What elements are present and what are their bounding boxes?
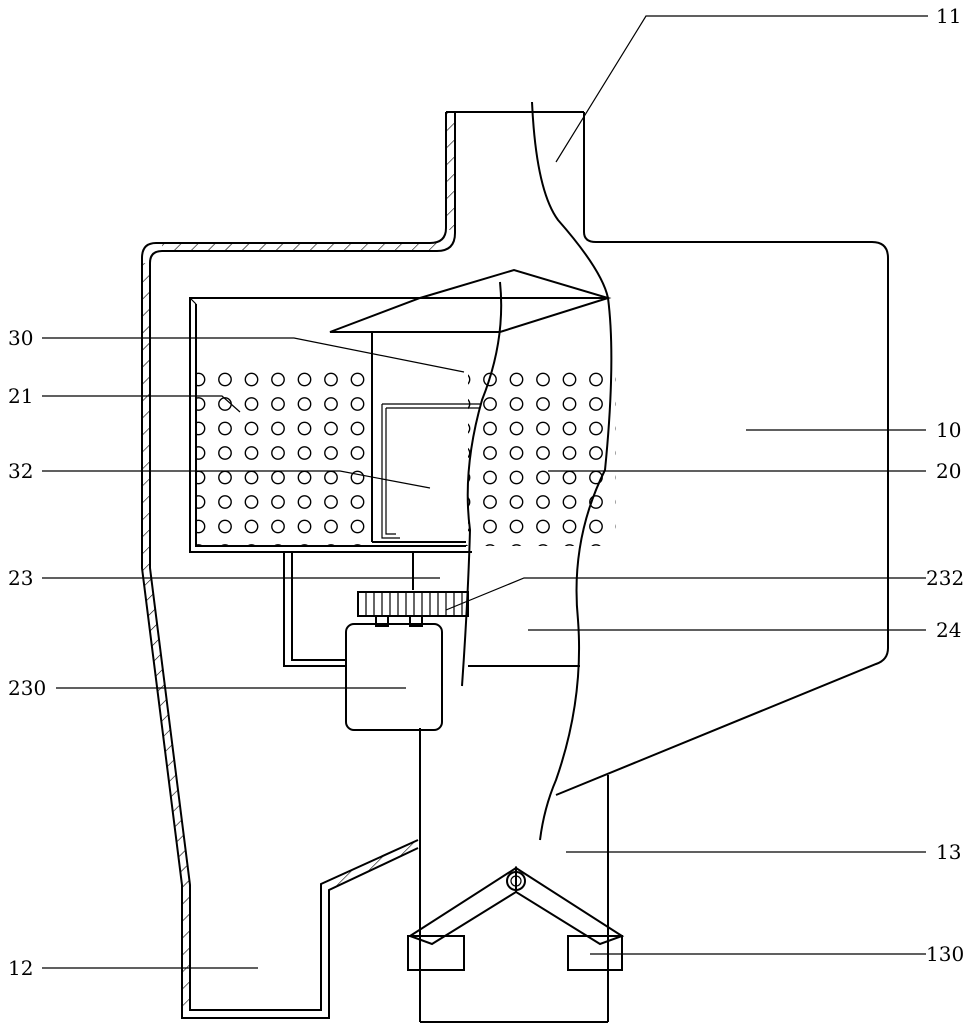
label-12: 12 bbox=[8, 956, 33, 980]
label-130: 130 bbox=[926, 942, 964, 966]
label-11: 11 bbox=[936, 4, 961, 28]
discharge-pipe bbox=[420, 728, 608, 1022]
gear-teeth bbox=[366, 592, 462, 616]
label-10: 10 bbox=[936, 418, 961, 442]
filter-chamber-dots-right bbox=[466, 368, 616, 546]
label-23: 23 bbox=[8, 566, 33, 590]
motor-230 bbox=[346, 624, 442, 730]
collector-hood bbox=[330, 270, 608, 332]
label-232: 232 bbox=[926, 566, 964, 590]
wall-hatch-neck bbox=[446, 112, 455, 233]
leader-11 bbox=[556, 16, 928, 162]
label-30: 30 bbox=[8, 326, 33, 350]
label-13: 13 bbox=[936, 840, 961, 864]
label-230: 230 bbox=[8, 676, 46, 700]
label-21: 21 bbox=[8, 384, 33, 408]
label-24: 24 bbox=[936, 618, 961, 642]
filter-chamber-dots-left bbox=[195, 368, 371, 546]
wall-hatch-top bbox=[162, 243, 437, 251]
wall-hatch-foot bbox=[321, 840, 418, 890]
drive-assembly bbox=[284, 552, 580, 730]
leader-232 bbox=[446, 578, 926, 610]
wall-hatch-left bbox=[142, 263, 190, 1010]
label-32: 32 bbox=[8, 459, 33, 483]
label-20: 20 bbox=[936, 459, 961, 483]
flap-valve bbox=[408, 868, 622, 970]
